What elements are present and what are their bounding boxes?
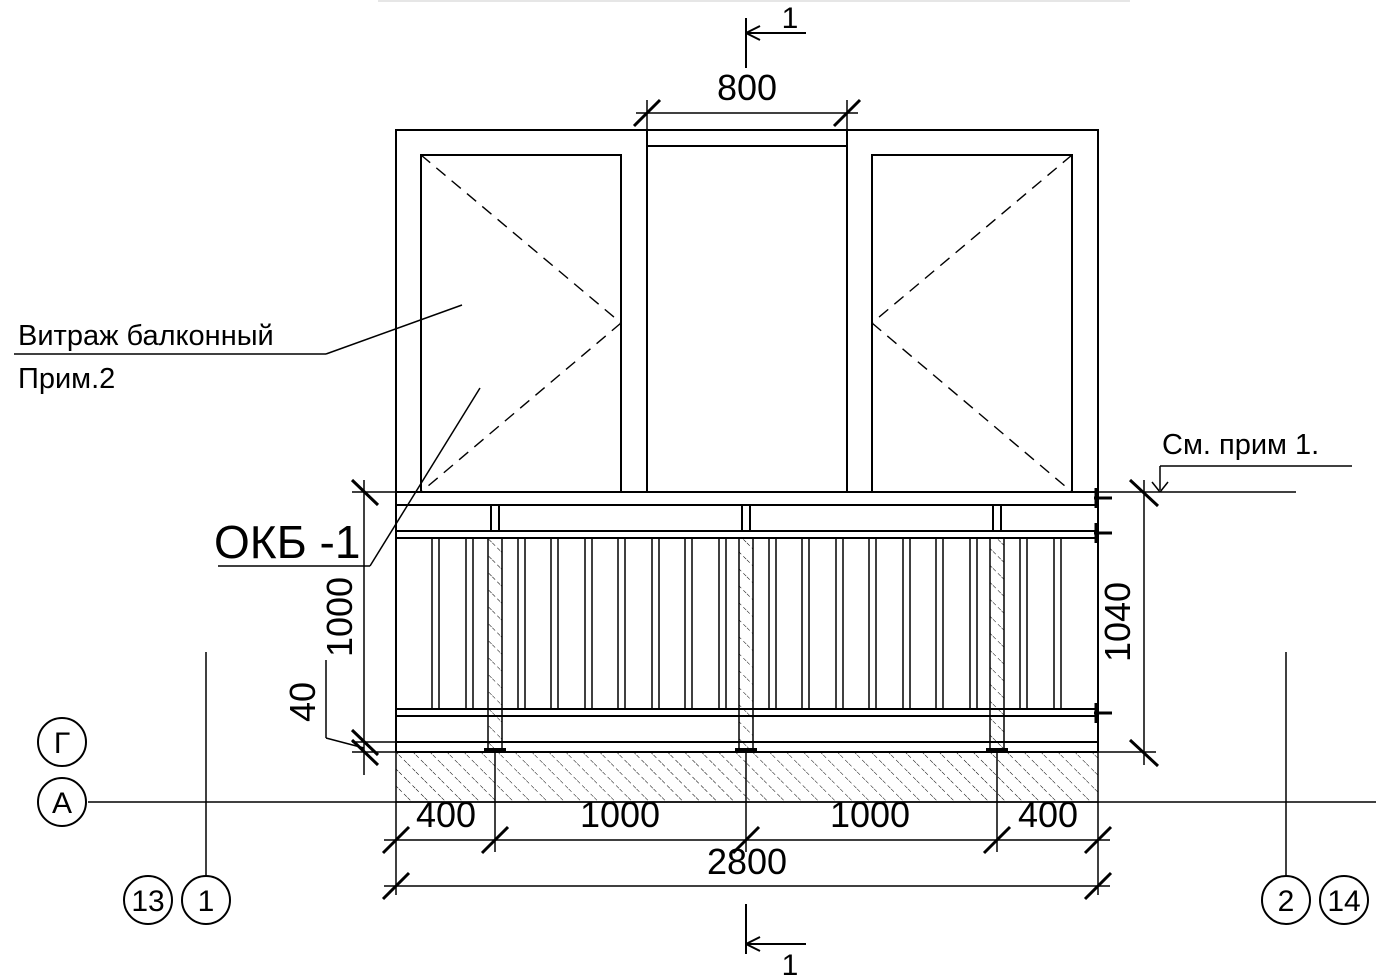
dim-text-seg4: 400: [1018, 794, 1078, 835]
opening-dashed-lines: [420, 154, 1073, 493]
see-note-label: См. прим 1.: [1162, 429, 1319, 461]
dim-text-overall: 2800: [707, 841, 787, 882]
dim-text-seg1: 400: [416, 794, 476, 835]
dim-right: [1098, 465, 1352, 768]
dim-text-800: 800: [717, 67, 777, 108]
section-label-bottom: 1: [782, 949, 799, 980]
anchor-marks: [1094, 488, 1112, 723]
axis-bubble-g: Г: [37, 717, 87, 767]
axis-label-left-1: 13: [131, 885, 164, 918]
axis-bubble-right-2: 2: [1261, 875, 1311, 925]
vitrage-note-label: Прим.2: [18, 363, 115, 395]
dim-text-1040: 1040: [1097, 582, 1138, 662]
section-marker-top: [745, 18, 806, 68]
vitrage-frame: [395, 129, 1099, 493]
dim-text-1000-vertical: 1000: [319, 577, 360, 657]
okb-label: ОКБ -1: [214, 516, 360, 568]
dim-text-40: 40: [282, 682, 323, 722]
axis-label-g: Г: [54, 727, 70, 760]
axis-bubble-right-14: 14: [1319, 875, 1369, 925]
balusters: [431, 537, 1062, 710]
axis-bubble-left-1: 1: [181, 875, 231, 925]
axis-label-right-2: 14: [1327, 885, 1360, 918]
axis-lines: [88, 652, 1376, 877]
section-marker-bottom: [745, 904, 806, 954]
section-label-top: 1: [782, 2, 799, 35]
dim-left: [325, 478, 396, 775]
axis-label-a: А: [52, 787, 72, 820]
dim-bottom-segments: [381, 752, 1113, 901]
dim-text-seg2: 1000: [580, 794, 660, 835]
axis-bubble-left-13: 13: [123, 875, 173, 925]
main-posts: [484, 537, 1008, 752]
dim-top-800: [632, 98, 862, 130]
floor-slab: [395, 751, 1099, 803]
axis-label-right-1: 2: [1278, 885, 1295, 918]
callout-leaders: [14, 304, 481, 567]
axis-bubble-a: А: [37, 777, 87, 827]
axis-label-left-2: 1: [198, 885, 215, 918]
vitrage-label: Витраж балконный: [18, 320, 274, 352]
dim-text-seg3: 1000: [830, 794, 910, 835]
